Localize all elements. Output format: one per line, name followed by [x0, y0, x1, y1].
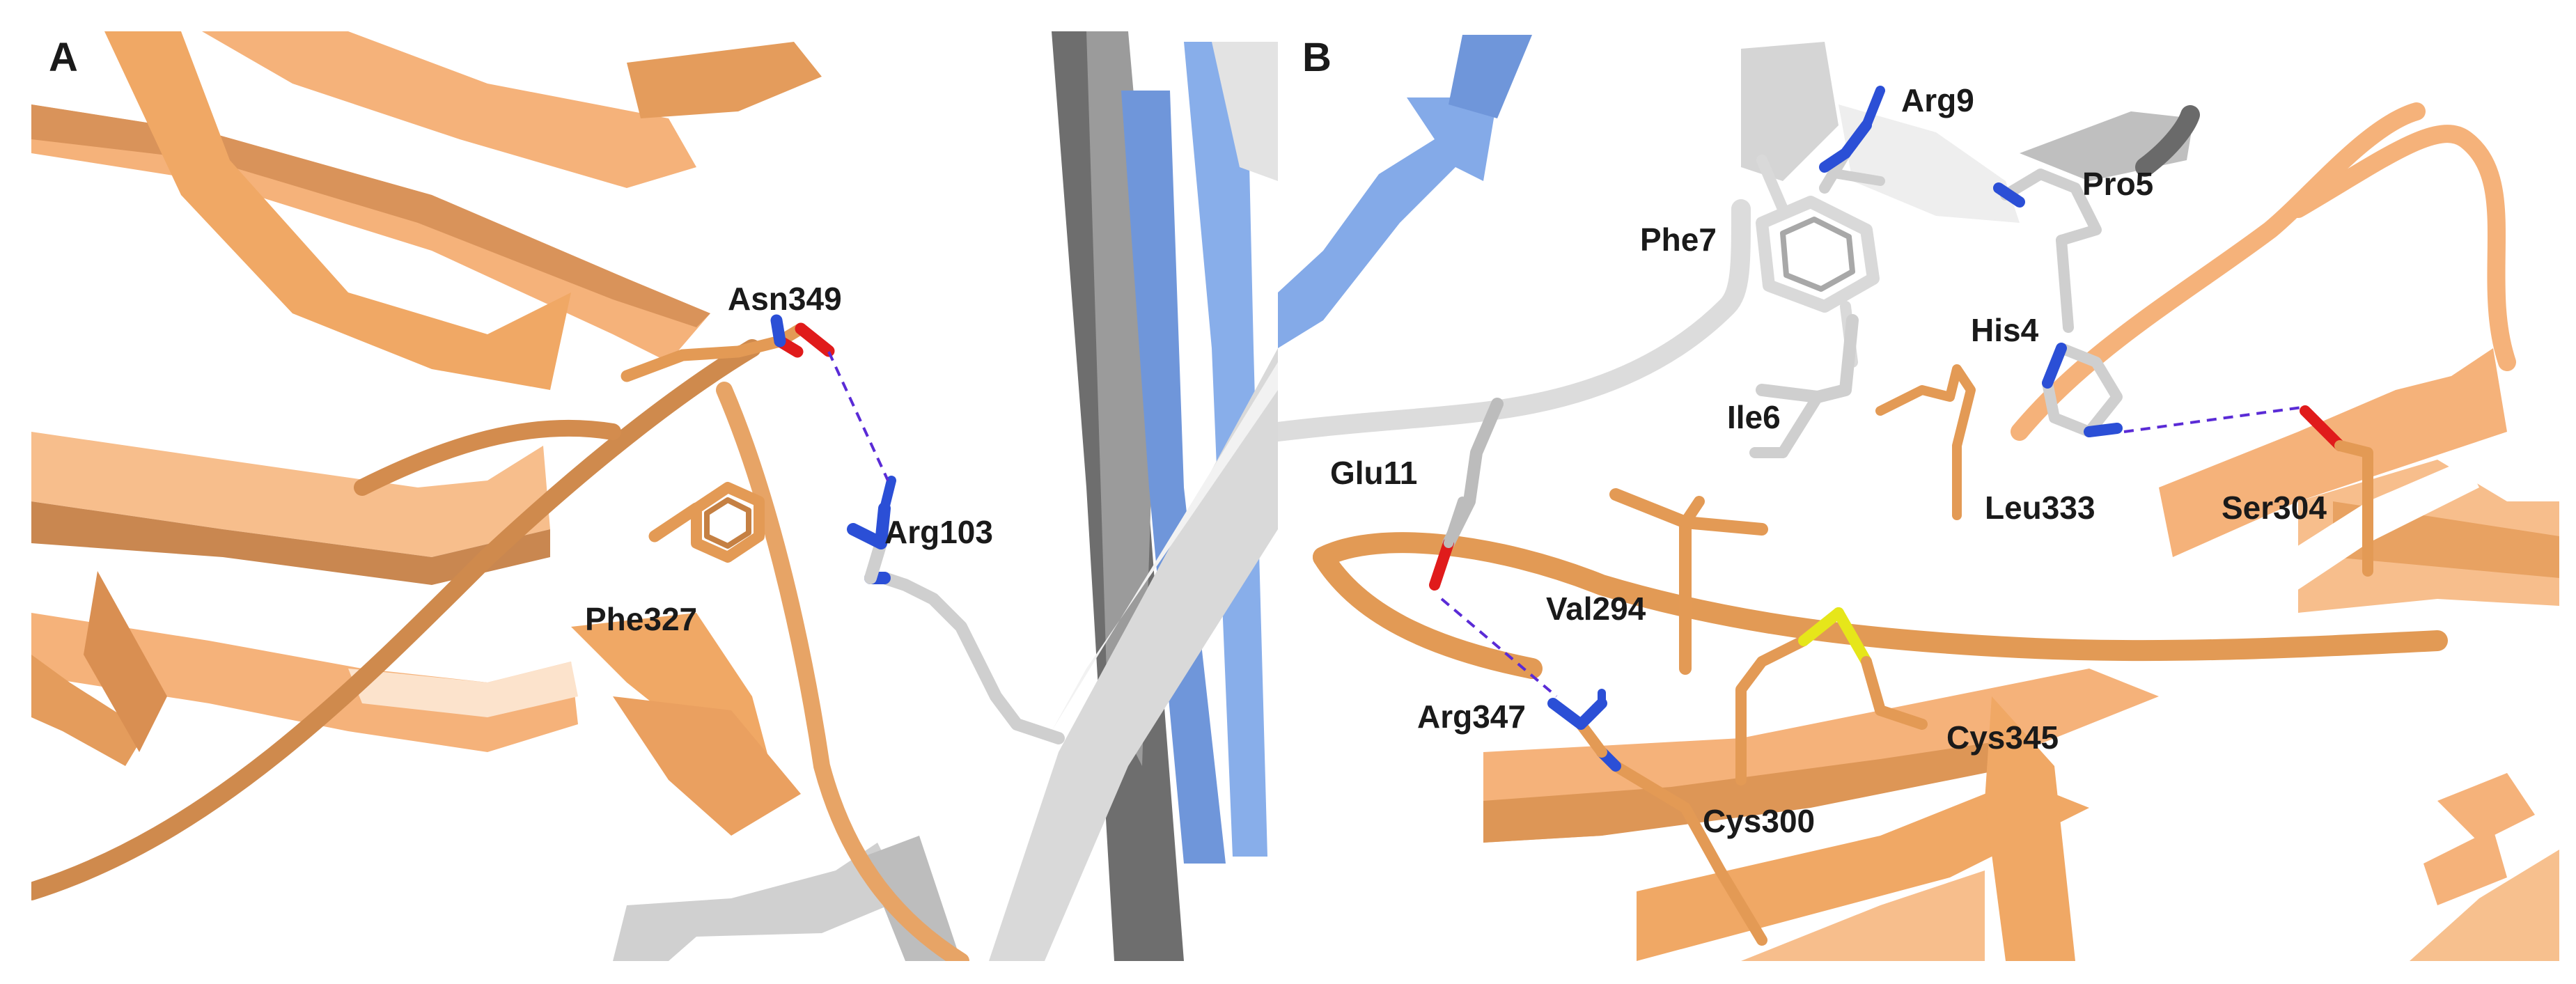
label-cys345: Cys345 — [1946, 719, 2059, 756]
label-phe7: Phe7 — [1640, 221, 1717, 258]
ile6-sticks — [1749, 314, 1859, 458]
label-asn349: Asn349 — [728, 281, 842, 317]
arg347-sticks — [1547, 689, 1767, 946]
label-val294: Val294 — [1546, 591, 1646, 627]
panel-a: A Asn349 Arg103 Phe327 — [31, 31, 1278, 961]
arg103-sticks — [847, 476, 1065, 744]
his4-sticks — [2042, 235, 2123, 437]
hbond-glu11-arg347 — [1440, 598, 1558, 698]
label-his4: His4 — [1971, 312, 2039, 348]
ligand-backbone-b — [1278, 42, 2200, 442]
label-ser304: Ser304 — [2222, 490, 2327, 526]
hbond-asn349-arg103 — [827, 351, 889, 481]
phe327-sticks — [648, 482, 765, 563]
leu333-sticks — [1875, 364, 1976, 520]
label-ile6: Ile6 — [1727, 399, 1781, 435]
hbond-his4-ser304 — [2123, 406, 2302, 433]
label-arg347: Arg347 — [1417, 698, 1526, 735]
ser304-sticks — [2300, 405, 2373, 577]
partner-ribbons-a — [613, 31, 1278, 961]
pro5-sticks — [1993, 169, 2102, 246]
panel-a-letter: A — [49, 35, 78, 80]
disulfide-bridge — [1735, 607, 1928, 786]
arg9-sticks — [1819, 86, 1885, 194]
glu11-sticks — [1429, 398, 1504, 591]
label-cys300: Cys300 — [1703, 803, 1815, 839]
label-arg103: Arg103 — [884, 514, 993, 550]
partner-ribbons-b — [1278, 35, 1532, 348]
asn349-sticks — [620, 314, 835, 382]
panel-b: B Arg9 Pro5 Phe7 His4 Ile6 Glu11 Leu333 … — [1278, 31, 2559, 961]
label-pro5: Pro5 — [2082, 166, 2153, 202]
receptor-ribbons-a — [31, 31, 969, 961]
label-phe327: Phe327 — [585, 601, 697, 637]
panel-b-letter: B — [1302, 35, 1332, 80]
label-arg9: Arg9 — [1901, 82, 1974, 118]
val294-sticks — [1609, 488, 1768, 675]
label-glu11: Glu11 — [1330, 455, 1417, 491]
label-leu333: Leu333 — [1985, 490, 2095, 526]
